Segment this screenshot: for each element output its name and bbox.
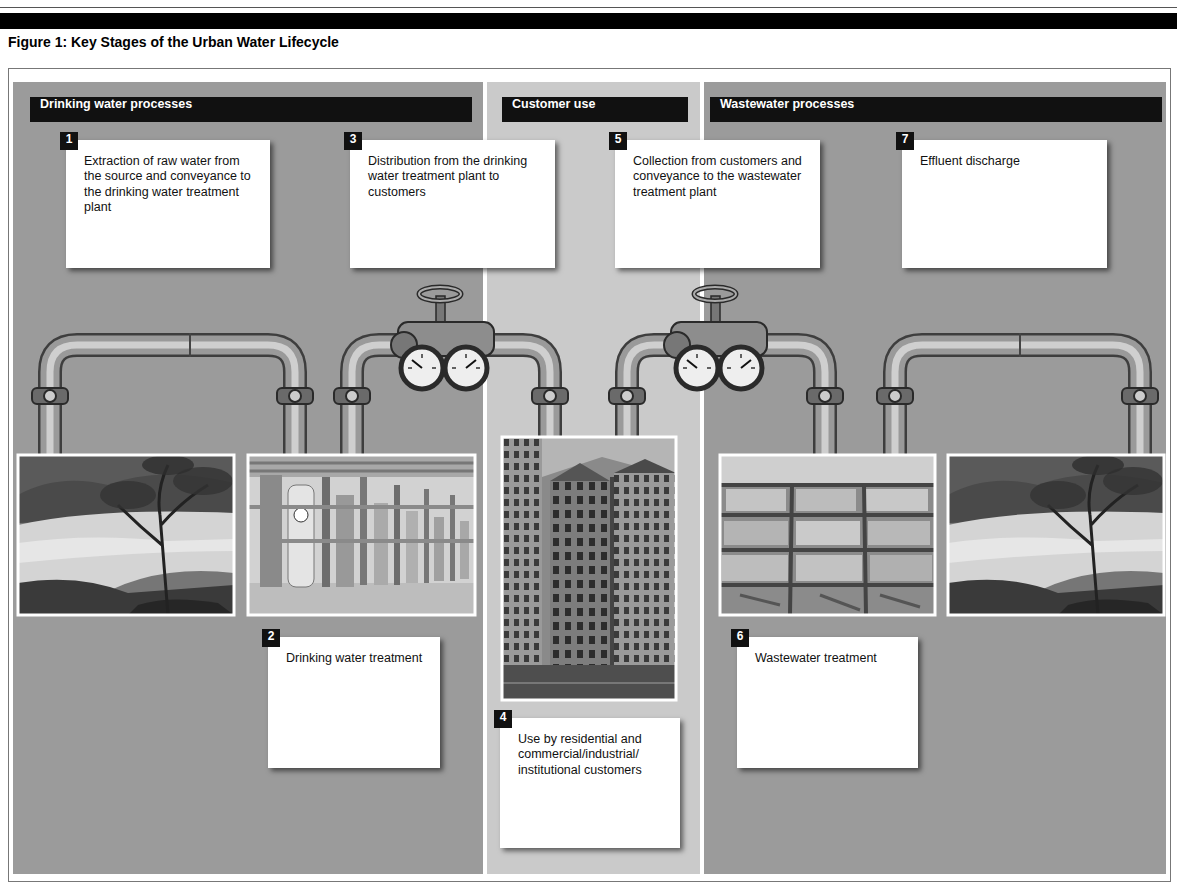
callout-number: 7 [896, 132, 914, 150]
stage-box: 5Collection from customers and conveyanc… [615, 140, 820, 268]
section-header: Drinking water processes [30, 97, 472, 122]
callout-number: 1 [60, 132, 78, 150]
river-photo [18, 455, 234, 615]
stage-text: Extraction of raw water from the source … [66, 140, 270, 225]
valve [391, 287, 494, 389]
pipe-flanges [32, 388, 1158, 404]
stage-text: Wastewater treatment [737, 637, 918, 676]
stage-box: 1Extraction of raw water from the source… [66, 140, 270, 268]
city-photo [502, 437, 676, 700]
wastewater-plant-photo [720, 455, 935, 615]
stage-box: 2Drinking water treatment [268, 637, 440, 768]
stage-text: Distribution from the drinking water tre… [350, 140, 555, 210]
section-header: Wastewater processes [710, 97, 1162, 122]
stage-box: 6Wastewater treatment [737, 637, 918, 768]
stage-box: 3Distribution from the drinking water tr… [350, 140, 555, 268]
top-rule [0, 7, 1177, 8]
stage-text: Use by residential and commercial/indust… [500, 718, 680, 788]
callout-number: 6 [731, 629, 749, 647]
treatment-plant-photo [248, 455, 475, 615]
figure-title: Figure 1: Key Stages of the Urban Water … [8, 34, 339, 50]
frame [9, 69, 1171, 882]
callout-number: 2 [262, 629, 280, 647]
callout-number: 3 [344, 132, 362, 150]
stage-box: 7Effluent discharge [902, 140, 1107, 268]
valve [664, 287, 767, 389]
callout-number: 5 [609, 132, 627, 150]
stage-text: Drinking water treatment [268, 637, 440, 676]
process-panel: Drinking water processes 1Extraction of r… [13, 82, 483, 874]
process-panel: Wastewater processes5Collection from cus… [704, 82, 1166, 874]
stage-text: Effluent discharge [902, 140, 1107, 179]
callout-number: 4 [494, 710, 512, 728]
stage-text: Collection from customers and conveyance… [615, 140, 820, 210]
top-bar [0, 13, 1177, 29]
section-header: Customer use [502, 97, 688, 122]
river-photo [948, 455, 1164, 615]
stage-box: 4Use by residential and commercial/indus… [500, 718, 680, 848]
